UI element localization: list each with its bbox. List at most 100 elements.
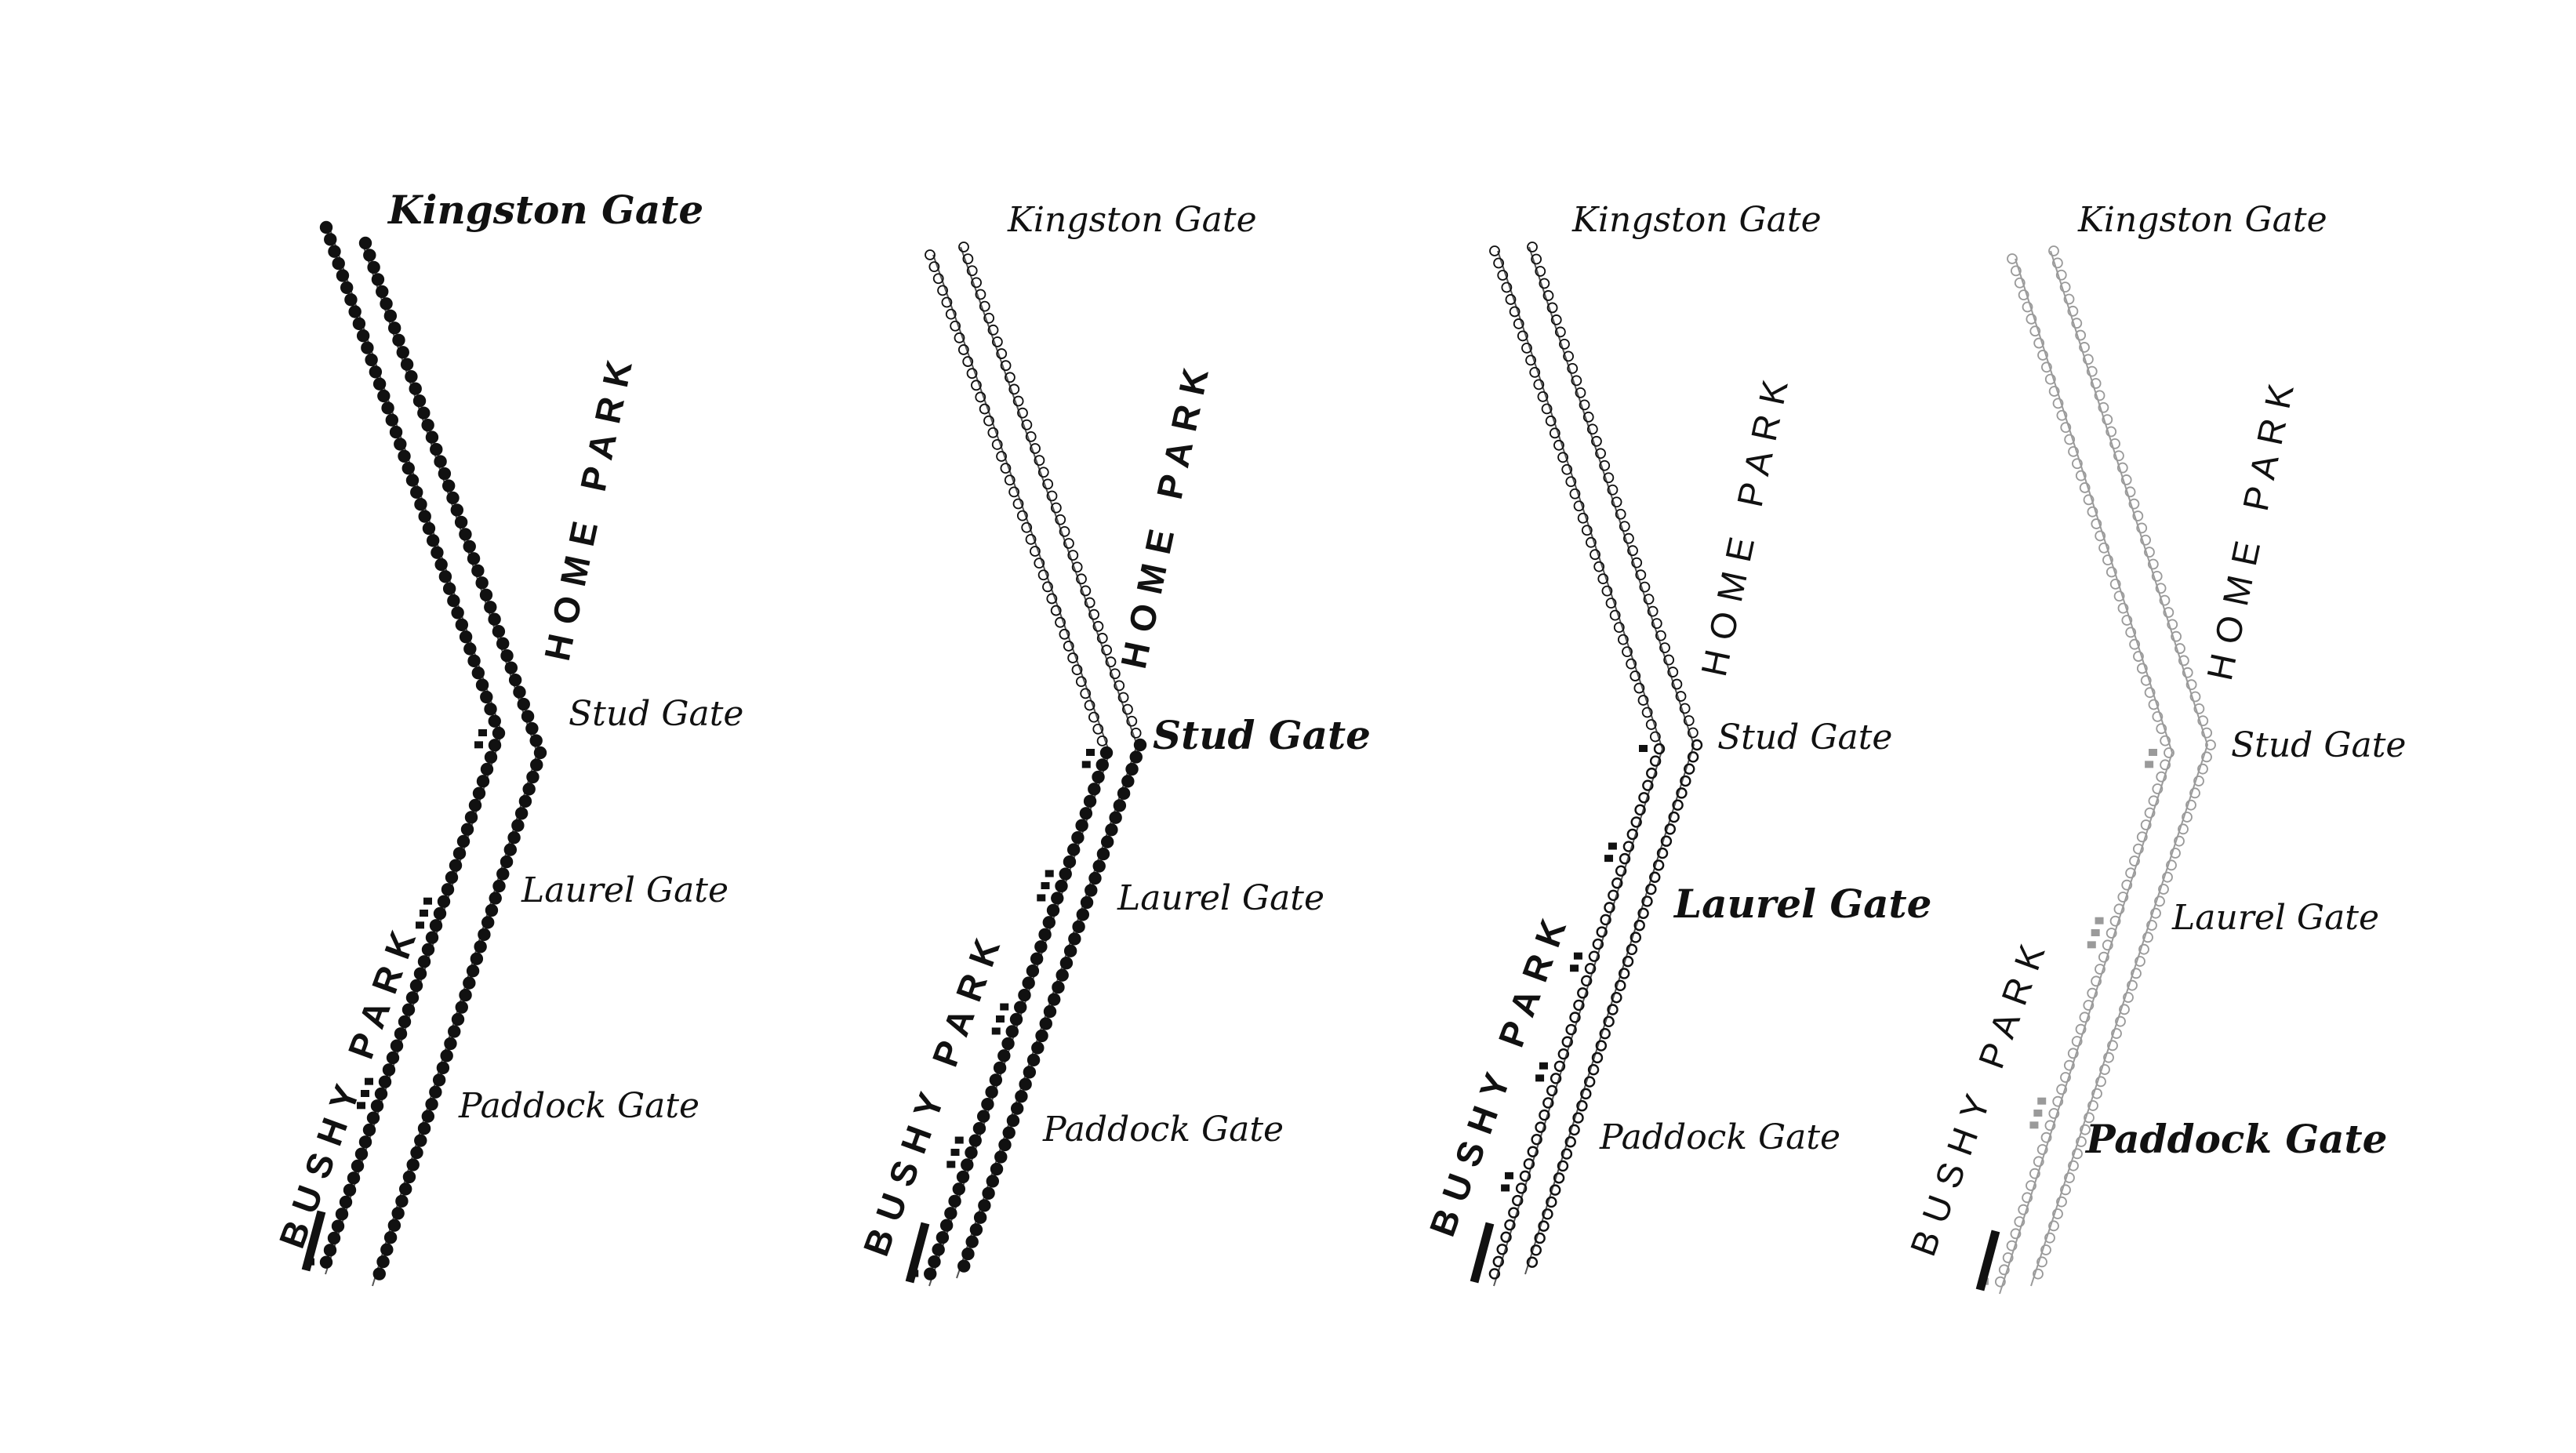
tree-mark	[2155, 583, 2167, 594]
tree-mark	[1599, 460, 1611, 471]
tree-mark	[1083, 794, 1097, 808]
tree-mark	[1122, 703, 1133, 715]
tree-mark	[356, 329, 370, 343]
tree-mark	[2044, 373, 2056, 385]
tree-mark	[365, 353, 378, 367]
tree-mark	[2083, 494, 2095, 506]
tree-mark	[1038, 928, 1052, 942]
tree-mark	[1026, 1053, 1041, 1067]
tree-mark	[1676, 787, 1688, 799]
tree-mark	[981, 1097, 994, 1111]
tree-mark	[1092, 859, 1106, 873]
tree-mark	[1014, 1001, 1027, 1014]
tree-mark	[1579, 399, 1590, 411]
tree-mark	[526, 770, 540, 784]
tree-mark	[2147, 558, 2159, 570]
tree-mark	[2033, 1156, 2044, 1168]
tree-mark	[2022, 301, 2033, 313]
tree-mark	[1088, 711, 1099, 723]
tree-mark	[1591, 1052, 1604, 1064]
tree-mark	[1645, 883, 1657, 895]
tree-mark	[937, 285, 948, 296]
tree-mark	[1101, 645, 1113, 656]
fence-post-mark	[991, 1027, 1001, 1035]
tree-mark	[441, 883, 455, 896]
tree-mark	[511, 819, 525, 832]
tree-mark	[1687, 751, 1699, 763]
tree-mark	[2006, 1240, 2018, 1251]
tree-mark	[2160, 759, 2171, 771]
tree-mark	[484, 703, 497, 716]
tree-mark	[971, 277, 982, 289]
tree-mark	[1541, 403, 1553, 415]
tree-mark	[2115, 1015, 2126, 1027]
tree-mark	[1554, 326, 1566, 338]
tree-mark	[936, 1230, 950, 1244]
fence-post-mark	[2145, 761, 2154, 768]
tree-mark	[377, 389, 391, 403]
tree-mark	[2185, 679, 2197, 691]
tree-mark	[1561, 1036, 1573, 1048]
tree-mark	[431, 546, 444, 559]
tree-mark	[362, 1123, 376, 1137]
tree-mark	[402, 1170, 416, 1184]
tree-mark	[1535, 266, 1546, 277]
tree-mark	[1055, 879, 1068, 893]
tree-mark	[1009, 1012, 1023, 1026]
tree-mark	[1546, 1084, 1558, 1097]
tree-mark	[2044, 1232, 2055, 1244]
tree-mark	[1042, 478, 1054, 490]
tree-mark	[2151, 570, 2163, 582]
tree-mark	[928, 261, 940, 273]
tree-mark	[925, 249, 936, 260]
tree-mark	[425, 931, 439, 944]
fence-post-mark	[2029, 1121, 2039, 1129]
tree-mark	[358, 236, 372, 250]
tree-mark	[987, 427, 999, 438]
tree-mark	[1618, 968, 1630, 979]
tree-mark	[471, 564, 485, 578]
tree-mark	[421, 943, 435, 957]
tree-mark	[1539, 1109, 1550, 1121]
fence-post-mark	[1608, 842, 1617, 850]
tree-mark	[1088, 608, 1099, 620]
tree-mark	[1012, 395, 1024, 407]
tree-mark	[2072, 1148, 2083, 1160]
tree-mark	[437, 895, 451, 908]
tree-mark	[323, 1244, 337, 1257]
tree-mark	[2048, 1220, 2059, 1232]
tree-mark	[1067, 652, 1079, 663]
tree-mark	[332, 256, 345, 271]
tree-mark	[2120, 474, 2132, 485]
tree-mark	[1550, 1073, 1562, 1084]
tree-mark	[2010, 265, 2022, 277]
tree-mark	[2109, 438, 2120, 449]
tree-mark	[504, 661, 518, 674]
tree-mark	[336, 269, 350, 282]
tree-mark	[460, 823, 474, 836]
tree-mark	[1560, 1148, 1573, 1160]
tree-mark	[412, 394, 427, 408]
tree-mark	[1630, 932, 1642, 943]
tree-mark	[358, 1135, 372, 1149]
fence-post-mark	[1000, 1003, 1009, 1011]
tree-mark	[1580, 1088, 1592, 1100]
tree-mark	[1080, 895, 1094, 910]
gate-label-kingston: Kingston Gate	[1007, 200, 1257, 240]
fence-post-mark	[1501, 1184, 1510, 1192]
tree-mark	[1590, 549, 1600, 561]
tree-mark	[448, 1025, 461, 1038]
tree-mark	[1096, 735, 1108, 746]
tree-mark	[2205, 739, 2216, 750]
tree-mark	[1623, 532, 1634, 544]
tree-mark	[1075, 819, 1088, 832]
tree-mark	[1117, 786, 1131, 801]
tree-mark	[1034, 455, 1045, 467]
tree-mark	[1635, 569, 1647, 581]
tree-mark	[1603, 472, 1615, 484]
tree-mark	[455, 1001, 468, 1014]
tree-mark	[979, 403, 990, 415]
tree-mark	[2129, 855, 2140, 866]
tree-lines	[905, 242, 1147, 1287]
tree-mark	[530, 758, 543, 772]
